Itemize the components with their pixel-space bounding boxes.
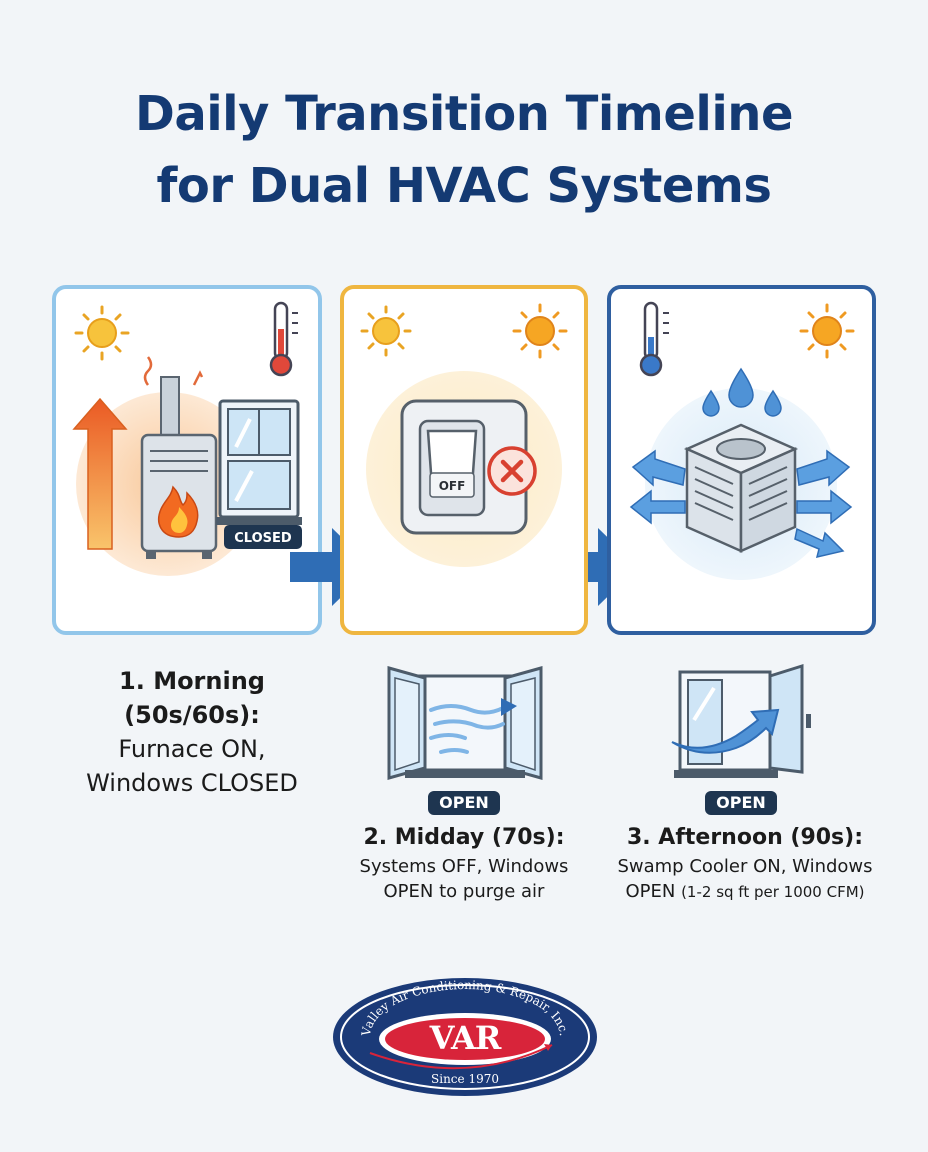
- page-title: Daily Transition Timeline for Dual HVAC …: [0, 78, 928, 222]
- afternoon-body-line-2: OPEN (1-2 sq ft per 1000 CFM): [600, 879, 890, 905]
- water-drop-icon: [702, 367, 782, 417]
- sun-icon: [74, 305, 130, 361]
- morning-body-line-1: Furnace ON,: [118, 735, 266, 763]
- title-line-2: for Dual HVAC Systems: [156, 158, 772, 214]
- closed-window-icon: [216, 399, 302, 525]
- airflow-icon: [429, 704, 505, 754]
- sun-icon: [360, 305, 412, 357]
- title-line-1: Daily Transition Timeline: [134, 86, 794, 142]
- sun-icon: [799, 303, 855, 359]
- morning-caption: 1. Morning (50s/60s): Furnace ON, Window…: [60, 664, 324, 800]
- logo-since: Since 1970: [431, 1072, 499, 1086]
- morning-body-line-2: Windows CLOSED: [86, 769, 298, 797]
- afternoon-caption: 3. Afternoon (90s): Swamp Cooler ON, Win…: [600, 822, 890, 905]
- sun-icon: [512, 303, 568, 359]
- thermometer-cold-icon: [639, 301, 669, 377]
- midday-card: OFF: [340, 285, 588, 635]
- open-window-icon: [387, 666, 543, 780]
- midday-body-line-2: OPEN to purge air: [383, 881, 545, 902]
- logo-mark: VAR: [429, 1019, 502, 1057]
- afternoon-body-line-2-main: OPEN: [625, 881, 682, 902]
- morning-card: CLOSED: [52, 285, 322, 635]
- afternoon-card: [607, 285, 876, 635]
- open-window-icon: [671, 663, 811, 778]
- airflow-arrow-icon: [629, 449, 853, 559]
- light-switch-icon: OFF: [400, 399, 528, 535]
- switch-off-label: OFF: [439, 479, 466, 493]
- open-badge: OPEN: [705, 791, 777, 815]
- swamp-cooler-icon: [683, 423, 799, 553]
- closed-badge-label: CLOSED: [234, 531, 292, 546]
- afternoon-body-line-1: Swamp Cooler ON, Windows: [617, 856, 873, 877]
- flame-icon: [158, 485, 199, 538]
- afternoon-body-line-2-small: (1-2 sq ft per 1000 CFM): [681, 883, 865, 901]
- afternoon-heading: 3. Afternoon (90s):: [626, 825, 864, 850]
- company-logo: Valley Air Conditioning & Repair, Inc. V…: [333, 978, 597, 1096]
- morning-heading-line-2: (50s/60s):: [124, 701, 260, 729]
- thermometer-hot-icon: [269, 301, 298, 377]
- open-badge: OPEN: [428, 791, 500, 815]
- midday-caption: 2. Midday (70s): Systems OFF, Windows OP…: [340, 822, 588, 904]
- heat-arrow-icon: [72, 397, 128, 550]
- closed-badge: [224, 525, 302, 549]
- midday-body-line-1: Systems OFF, Windows: [359, 856, 569, 877]
- morning-heading-line-1: 1. Morning: [119, 667, 265, 695]
- x-circle-icon: [487, 446, 537, 496]
- midday-heading: 2. Midday (70s):: [363, 825, 565, 850]
